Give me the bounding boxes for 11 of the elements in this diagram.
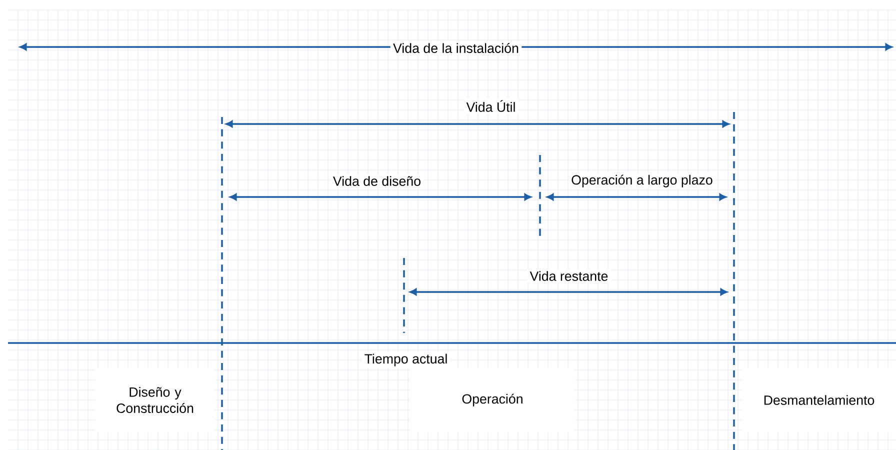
dimension-label: Operación a largo plazo [568,172,716,190]
dimension-label: Vida de la instalación [390,41,522,55]
dimension-label: Vida restante [527,269,611,283]
dimension-label: Tiempo actual [362,352,450,368]
dimension-label: Vida Útil [464,98,518,114]
node-label: Operación [462,394,522,406]
node-label: Desmantelamiento [764,395,874,405]
phase-box: Diseño y Construcción [95,368,215,432]
phase-box: Desmantelamiento [742,368,896,432]
node-label: Diseño y Construcción [116,387,194,413]
dimension-label: Vida de diseño [330,174,424,188]
